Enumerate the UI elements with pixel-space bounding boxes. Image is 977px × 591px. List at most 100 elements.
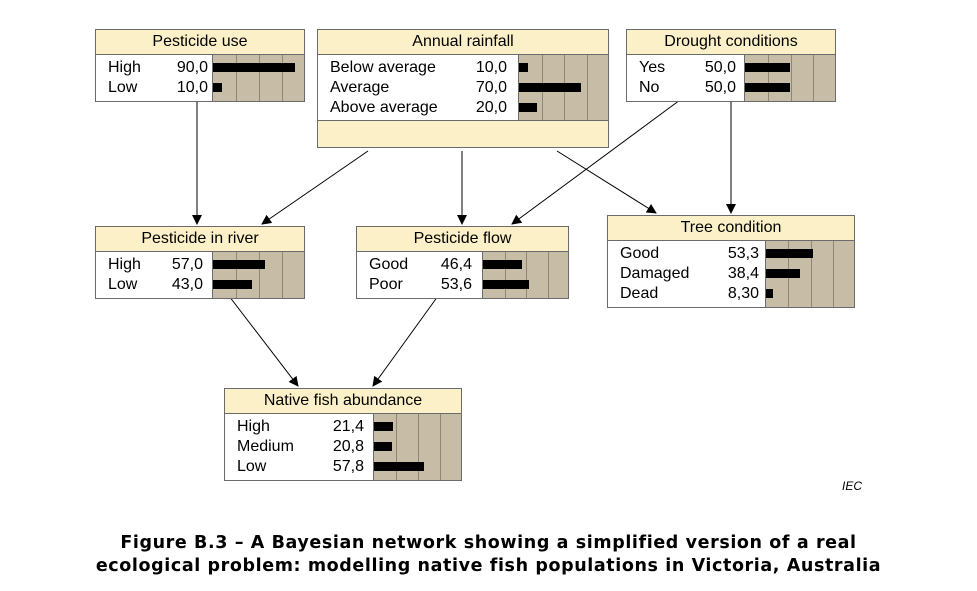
state-label: Low <box>108 79 138 96</box>
state-label: High <box>237 418 270 435</box>
state-value: 90,0 <box>176 59 208 76</box>
bar-grid-line <box>833 241 834 307</box>
state-label: Low <box>108 276 138 293</box>
state-label: High <box>108 256 141 273</box>
state-value: 53,3 <box>727 245 759 262</box>
state-row: Good 53,3 <box>608 244 854 264</box>
bar-grid-line <box>418 414 419 480</box>
bar-grid-line <box>505 252 506 298</box>
state-label: Damaged <box>620 265 690 282</box>
probability-bar <box>374 442 392 451</box>
probability-bar-area <box>212 252 304 298</box>
probability-bar <box>519 103 537 112</box>
edge-annual-rainfall-to-tree-condition <box>556 150 657 214</box>
bar-grid-line <box>587 55 588 120</box>
probability-bar <box>766 269 800 278</box>
probability-bar <box>213 260 265 269</box>
state-label: Good <box>369 256 409 273</box>
state-value: 38,4 <box>727 265 759 282</box>
bar-grid-line <box>282 252 283 298</box>
state-label: Low <box>237 458 267 475</box>
state-row: High 90,0 <box>96 58 304 78</box>
probability-bar <box>766 249 813 258</box>
bar-grid-line <box>259 55 260 101</box>
node-title: Pesticide in river <box>96 227 304 252</box>
state-value: 57,8 <box>332 458 364 475</box>
bar-grid-line <box>791 55 792 101</box>
state-row: Good 46,4 <box>357 255 568 275</box>
bar-grid-line <box>811 241 812 307</box>
state-label: Poor <box>369 276 403 293</box>
probability-bar <box>213 63 295 72</box>
probability-bar <box>519 63 528 72</box>
state-label: No <box>639 79 660 96</box>
state-value: 20,8 <box>332 438 364 455</box>
probability-bar-area <box>744 55 835 101</box>
bar-grid-line <box>236 55 237 101</box>
state-label: Dead <box>620 285 659 302</box>
node-footer <box>318 121 608 147</box>
edge-pesticide-flow-to-native-fish-abundance <box>372 295 439 387</box>
state-label: Below average <box>330 59 436 76</box>
state-label: Above average <box>330 99 438 116</box>
state-row: Low 57,8 <box>225 457 461 477</box>
state-label: Good <box>620 245 660 262</box>
probability-bar <box>483 280 529 289</box>
probability-bar-area <box>212 55 304 101</box>
source-mark: IEC <box>842 479 863 493</box>
state-value: 10,0 <box>176 79 208 96</box>
state-row: Damaged 38,4 <box>608 264 854 284</box>
probability-bar <box>213 83 222 92</box>
state-label: High <box>108 59 141 76</box>
node-title: Tree condition <box>608 216 854 241</box>
caption-line-2: ecological problem: modelling native fis… <box>95 556 882 576</box>
node-title: Pesticide use <box>96 30 304 55</box>
probability-bar <box>766 289 773 298</box>
state-value: 46,4 <box>440 256 472 273</box>
bar-grid-line <box>396 414 397 480</box>
state-value: 8,30 <box>727 285 759 302</box>
probability-bar <box>483 260 522 269</box>
bar-grid-line <box>813 55 814 101</box>
state-value: 57,0 <box>171 256 203 273</box>
bar-grid-line <box>440 414 441 480</box>
state-label: Yes <box>639 59 666 76</box>
caption-line-1: Figure B.3 – A Bayesian network showing … <box>120 533 857 553</box>
bar-grid-line <box>236 252 237 298</box>
state-row: Low 10,0 <box>96 78 304 98</box>
probability-bar <box>213 280 252 289</box>
node-title: Drought conditions <box>627 30 835 55</box>
probability-bar-area <box>482 252 568 298</box>
probability-bar <box>745 83 790 92</box>
state-row: Poor 53,6 <box>357 275 568 295</box>
state-value: 70,0 <box>475 79 507 96</box>
state-value: 53,6 <box>440 276 472 293</box>
bar-grid-line <box>548 252 549 298</box>
edge-pesticide-in-river-to-native-fish-abundance <box>228 295 299 387</box>
probability-bar <box>374 462 424 471</box>
probability-bar <box>519 83 581 92</box>
node-title: Pesticide flow <box>357 227 568 252</box>
edge-annual-rainfall-to-pesticide-in-river <box>261 150 369 225</box>
state-value: 20,0 <box>475 99 507 116</box>
